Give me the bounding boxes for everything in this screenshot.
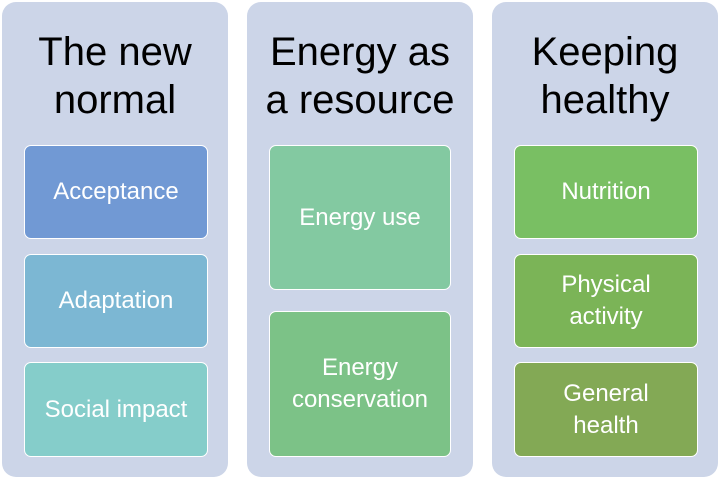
box-energy-conservation: Energy conservation <box>269 311 451 457</box>
box-label: Energy use <box>299 203 421 231</box>
column-energy-as-a-resource: Energy as a resource Energy use Energy c… <box>247 2 473 477</box>
column-keeping-healthy: Keeping healthy Nutrition Physical activ… <box>492 2 718 477</box>
column-title-line: normal <box>53 78 177 122</box>
box-acceptance: Acceptance <box>24 145 208 239</box>
column-title-line: Keeping <box>531 30 679 74</box>
box-label-wrap: General health <box>563 378 648 442</box>
box-label-line: health <box>573 411 639 439</box>
box-label: Nutrition <box>561 178 651 205</box>
box-label: Social impact <box>44 395 188 423</box>
box-label-line: conservation <box>291 386 429 413</box>
column-title-line: The new <box>38 30 192 74</box>
box-label-wrap: Energy conservation <box>292 352 428 416</box>
column-title: Energy as a resource <box>247 28 473 124</box>
box-physical-activity: Physical activity <box>514 254 698 348</box>
box-energy-use: Energy use <box>269 145 451 290</box>
column-title-line: a resource <box>265 78 455 122</box>
column-title-line: healthy <box>540 78 670 122</box>
column-title: The new normal <box>2 28 228 124</box>
box-label-line: General <box>563 379 649 407</box>
box-label-line: Energy <box>321 354 399 381</box>
box-label-line: Physical <box>561 271 651 298</box>
box-label: Acceptance <box>53 178 179 205</box>
box-label: Adaptation <box>58 287 174 314</box>
box-nutrition: Nutrition <box>514 145 698 239</box>
box-label-line: activity <box>569 303 643 330</box>
column-title-line: Energy as <box>269 30 451 74</box>
box-label-wrap: Physical activity <box>561 269 650 333</box>
column-the-new-normal: The new normal Acceptance Adaptation Soc… <box>2 2 228 477</box>
box-general-health: General health <box>514 362 698 457</box>
box-social-impact: Social impact <box>24 362 208 457</box>
column-title: Keeping healthy <box>492 28 718 124</box>
box-adaptation: Adaptation <box>24 254 208 348</box>
